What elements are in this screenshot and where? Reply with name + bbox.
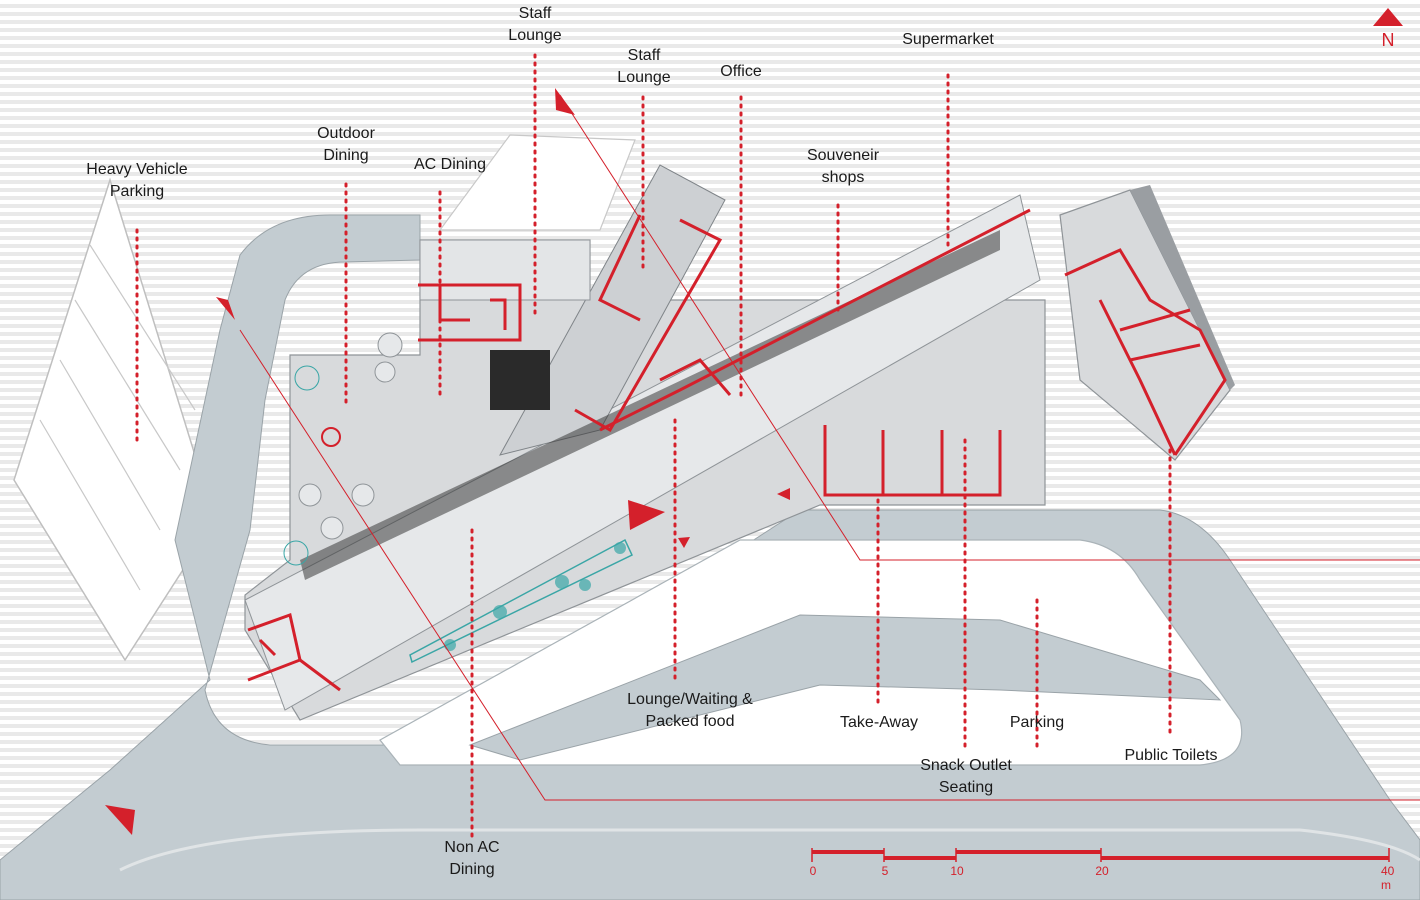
north-arrow: N (1372, 8, 1404, 60)
label-outdoor-dining: Outdoor Dining (317, 125, 375, 164)
label-staff-lounge-1: Staff Lounge (508, 5, 562, 44)
direction-arrows (105, 88, 790, 835)
scale-label-0: 0 (809, 864, 817, 878)
arrow-road-south (105, 805, 135, 835)
arrow-small-1 (777, 488, 790, 500)
label-office: Office (720, 63, 762, 80)
road-loop (0, 214, 1420, 900)
label-non-ac-dining: Non AC Dining (444, 839, 500, 878)
north-courtyard (438, 134, 636, 231)
label-parking: Parking (1009, 714, 1065, 731)
scale-label-40m: 40 m (1381, 864, 1395, 892)
label-staff-lounge-2: Staff Lounge (617, 47, 671, 86)
label-heavy-vehicle-parking: Heavy Vehicle Parking (86, 161, 188, 200)
red-room-outlines (247, 208, 1227, 692)
scale-label-20: 20 (1095, 864, 1109, 878)
section-lines (239, 94, 1420, 801)
label-souvenir-shops: Souveneir shops (806, 147, 880, 186)
label-lounge-waiting: Lounge/Waiting & Packed food (627, 691, 753, 730)
scale-bar (811, 848, 1390, 862)
label-snack-outlet: Snack Outlet Seating (920, 757, 1012, 796)
arrow-entrance (628, 500, 665, 530)
scale-label-10: 10 (950, 864, 964, 878)
north-arrow-icon (1373, 8, 1403, 26)
outdoor-dining-furniture (283, 332, 403, 566)
leader-lines (135, 53, 1172, 844)
label-public-toilets: Public Toilets (1124, 747, 1218, 764)
landscape-strip (409, 538, 633, 664)
label-supermarket: Supermarket (902, 31, 994, 48)
heavy-vehicle-parking-area (13, 177, 216, 662)
label-take-away: Take-Away (840, 714, 918, 731)
arrow-road-north (216, 297, 235, 320)
arrow-section-top (555, 88, 575, 115)
scale-label-5: 5 (881, 864, 889, 878)
arrow-small-2 (678, 537, 690, 548)
label-ac-dining: AC Dining (413, 156, 487, 173)
north-letter: N (1381, 30, 1395, 50)
